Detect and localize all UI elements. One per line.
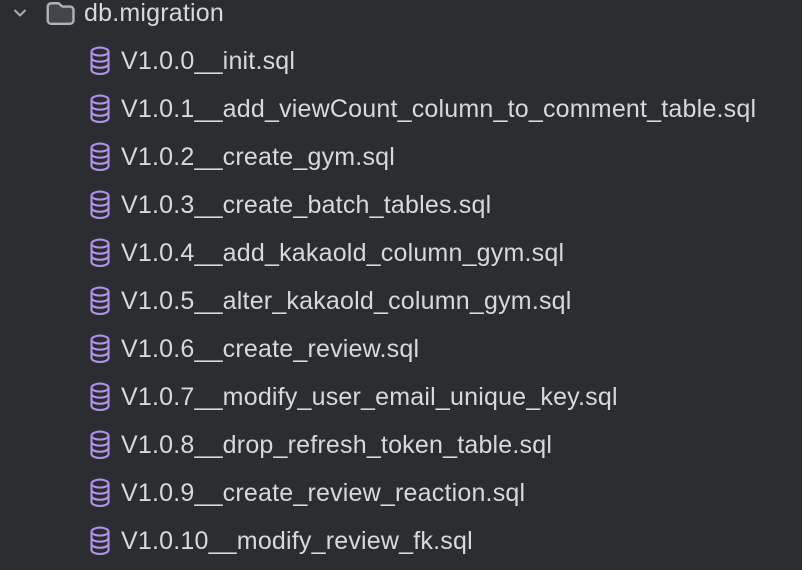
file-label: V1.0.8__drop_refresh_token_table.sql — [121, 430, 553, 459]
database-icon — [90, 190, 110, 220]
tree-file-row[interactable]: V1.0.10__modify_review_fk.sql — [0, 517, 802, 565]
database-icon — [90, 382, 110, 412]
database-icon — [90, 526, 110, 556]
database-icon — [90, 478, 110, 508]
database-icon — [90, 286, 110, 316]
tree-file-row[interactable]: V1.0.2__create_gym.sql — [0, 133, 802, 181]
tree-file-row[interactable]: V1.0.1__add_viewCount_column_to_comment_… — [0, 85, 802, 133]
tree-file-row[interactable]: V1.0.3__create_batch_tables.sql — [0, 181, 802, 229]
tree-file-row[interactable]: V1.0.4__add_kakaold_column_gym.sql — [0, 229, 802, 277]
tree-file-row[interactable]: V1.0.5__alter_kakaold_column_gym.sql — [0, 277, 802, 325]
file-label: V1.0.9__create_review_reaction.sql — [121, 478, 526, 507]
file-label: V1.0.6__create_review.sql — [121, 334, 420, 363]
file-label: V1.0.4__add_kakaold_column_gym.sql — [121, 238, 565, 267]
file-label: V1.0.3__create_batch_tables.sql — [121, 190, 492, 219]
file-label: V1.0.5__alter_kakaold_column_gym.sql — [121, 286, 572, 315]
folder-icon — [46, 2, 75, 26]
database-icon — [90, 238, 110, 268]
tree-file-row[interactable]: V1.0.6__create_review.sql — [0, 325, 802, 373]
tree-file-row[interactable]: V1.0.0__init.sql — [0, 37, 802, 85]
database-icon — [90, 46, 110, 76]
tree-file-row[interactable]: V1.0.8__drop_refresh_token_table.sql — [0, 421, 802, 469]
file-label: V1.0.2__create_gym.sql — [121, 142, 396, 171]
database-icon — [90, 142, 110, 172]
file-label: V1.0.1__add_viewCount_column_to_comment_… — [121, 94, 757, 123]
file-label: V1.0.10__modify_review_fk.sql — [121, 526, 473, 555]
file-label: V1.0.0__init.sql — [121, 46, 296, 75]
tree-file-row[interactable]: V1.0.9__create_review_reaction.sql — [0, 469, 802, 517]
database-icon — [90, 430, 110, 460]
tree-file-row[interactable]: V1.0.7__modify_user_email_unique_key.sql — [0, 373, 802, 421]
chevron-down-icon[interactable] — [12, 5, 28, 21]
database-icon — [90, 94, 110, 124]
tree-folder-row-db-migration[interactable]: db.migration — [0, 0, 802, 37]
folder-label: db.migration — [84, 0, 224, 27]
database-icon — [90, 334, 110, 364]
file-label: V1.0.7__modify_user_email_unique_key.sql — [121, 382, 618, 411]
